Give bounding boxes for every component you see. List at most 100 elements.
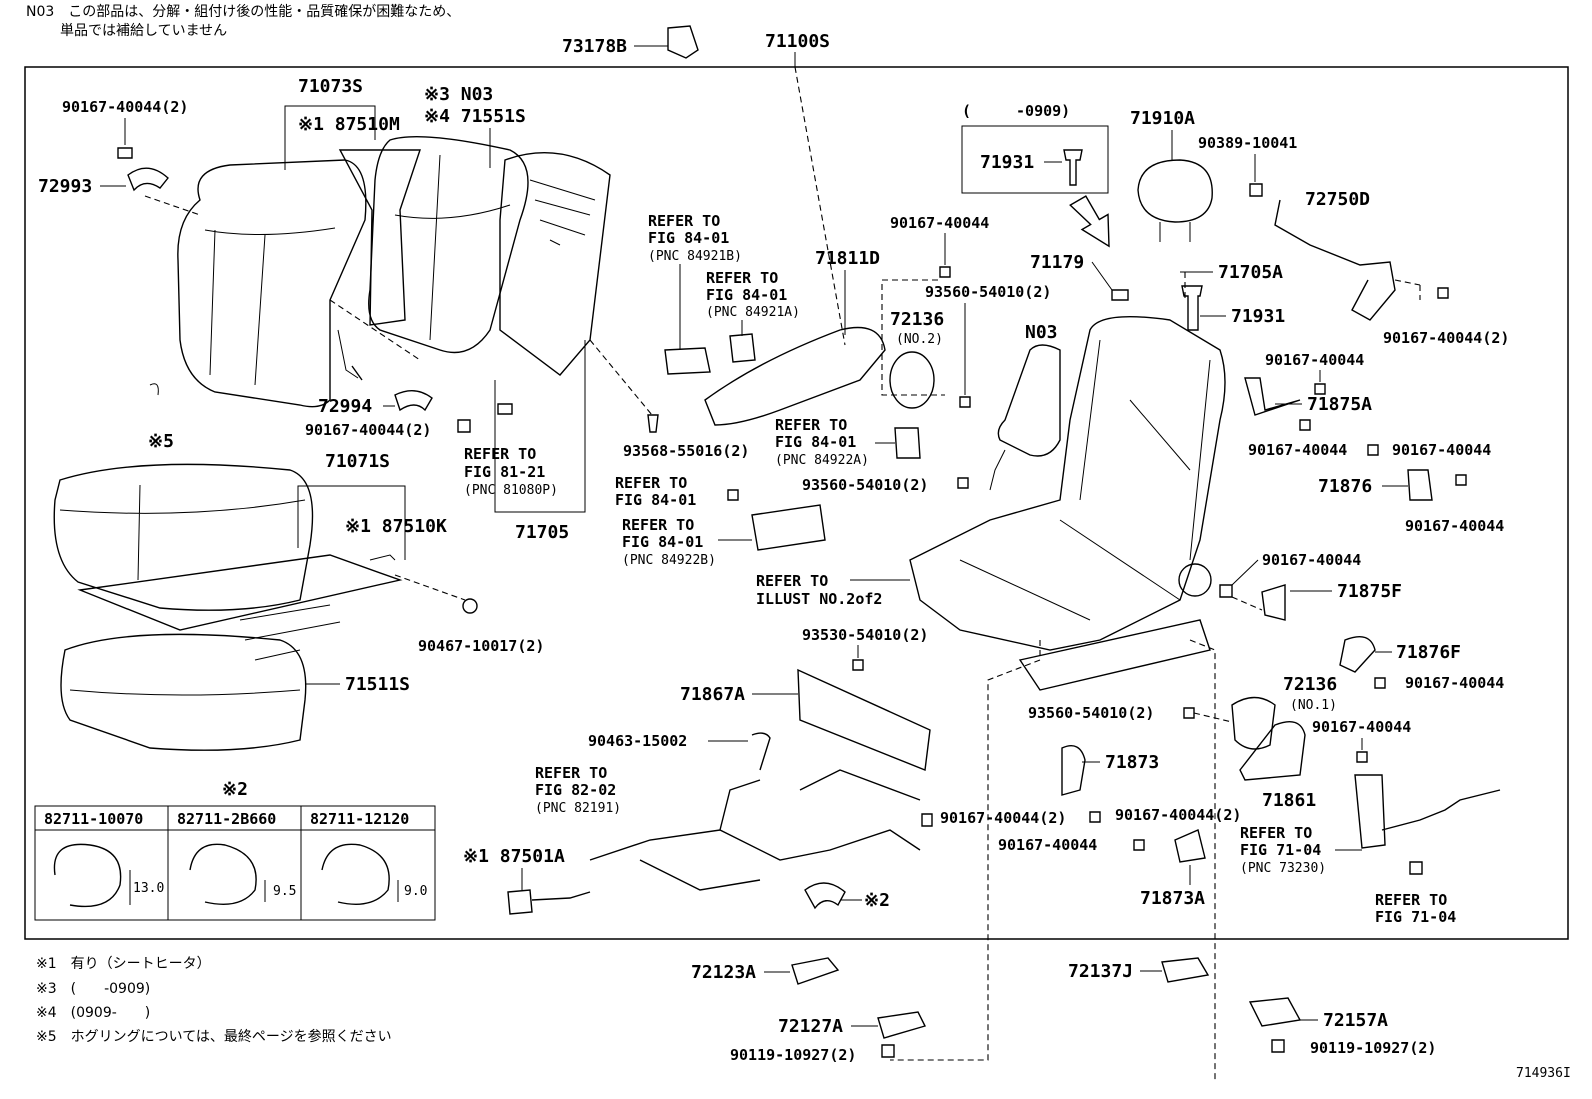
part-90167-40044-n[interactable]: 90167-40044	[998, 836, 1097, 854]
refer-84-01-line1[interactable]: REFER TO	[615, 474, 687, 492]
part-90167-40044-h[interactable]: 90167-40044	[1392, 441, 1491, 459]
part-71875F[interactable]: 71875F	[1337, 581, 1402, 602]
part-87510K[interactable]: ※1 87510K	[345, 516, 447, 537]
part-93568-55016-2[interactable]: 93568-55016(2)	[623, 442, 749, 460]
part-90167-40044-k[interactable]: 90167-40044	[1405, 674, 1504, 692]
part-93560-54010-2-c[interactable]: 93560-54010(2)	[1028, 704, 1154, 722]
part-90167-40044-2-d[interactable]: 90167-40044(2)	[940, 809, 1066, 827]
part-71873[interactable]: 71873	[1105, 752, 1159, 773]
part-87501A[interactable]: ※1 87501A	[463, 846, 565, 867]
refer-fig81-line2[interactable]: FIG 81-21	[464, 463, 545, 481]
refer-illust-line1[interactable]: REFER TO	[756, 572, 828, 590]
part-90167-40044-g[interactable]: 90167-40044	[1248, 441, 1347, 459]
part-93530-54010-2[interactable]: 93530-54010(2)	[802, 626, 928, 644]
refer-84921B-line2[interactable]: FIG 84-01	[648, 229, 729, 247]
knob-72136-no1-drawing	[1231, 696, 1276, 750]
refer-84922A-line1[interactable]: REFER TO	[775, 416, 847, 434]
part-71179[interactable]: 71179	[1030, 252, 1084, 273]
part-90119-10927-2-a[interactable]: 90119-10927(2)	[730, 1046, 856, 1064]
refer-84921A-line2[interactable]: FIG 84-01	[706, 286, 787, 304]
mark-5: ※5	[148, 431, 174, 452]
refer-84-01-line2[interactable]: FIG 84-01	[615, 491, 696, 509]
part-90463-15002[interactable]: 90463-15002	[588, 732, 687, 750]
part-90167-40044-l[interactable]: 90167-40044	[1312, 718, 1411, 736]
part-71910A[interactable]: 71910A	[1130, 108, 1195, 129]
side-shield-71811D-drawing	[704, 326, 886, 426]
part-90389-10041[interactable]: 90389-10041	[1198, 134, 1297, 152]
refer-fig81-line1[interactable]: REFER TO	[464, 445, 536, 463]
part-71873A[interactable]: 71873A	[1140, 888, 1205, 909]
part-90119-10927-2-b[interactable]: 90119-10927(2)	[1310, 1039, 1436, 1057]
part-93560-54010-2-a[interactable]: 93560-54010(2)	[925, 283, 1051, 301]
part-n03[interactable]: ※3 N03	[424, 84, 493, 105]
part-90167-40044-2-b[interactable]: 90167-40044(2)	[305, 421, 431, 439]
part-90467-10017-2[interactable]: 90467-10017(2)	[418, 637, 544, 655]
range-0909: ( -0909)	[962, 102, 1070, 120]
refer-84922A-line2[interactable]: FIG 84-01	[775, 433, 856, 451]
part-n03-b[interactable]: N03	[1025, 322, 1058, 343]
refer-84922B-line1[interactable]: REFER TO	[622, 516, 694, 534]
part-71811D[interactable]: 71811D	[815, 248, 880, 269]
part-71861[interactable]: 71861	[1262, 790, 1316, 811]
seat-cushion-cover-drawing	[53, 463, 314, 611]
part-71071S[interactable]: 71071S	[325, 451, 390, 472]
part-72136-no1[interactable]: 72136	[1283, 674, 1337, 695]
part-71100S[interactable]: 71100S	[765, 31, 830, 52]
part-71875A[interactable]: 71875A	[1307, 394, 1372, 415]
legend-4: ※4 (0909- )	[36, 1005, 150, 1021]
part-71073S[interactable]: 71073S	[298, 76, 363, 97]
seat-belt-buckle-drawing	[1354, 774, 1501, 849]
part-90167-40044-2-m[interactable]: 90167-40044(2)	[1115, 806, 1241, 824]
part-71511S[interactable]: 71511S	[345, 674, 410, 695]
refer-84921A-line3: (PNC 84921A)	[706, 305, 800, 320]
part-71705A[interactable]: 71705A	[1218, 262, 1283, 283]
part-90167-40044-i[interactable]: 90167-40044	[1405, 517, 1504, 535]
refer-84921A-line1[interactable]: REFER TO	[706, 269, 778, 287]
part-87510M[interactable]: ※1 87510M	[298, 114, 400, 135]
part-71705[interactable]: 71705	[515, 522, 569, 543]
refer-71-04b-line1[interactable]: REFER TO	[1375, 891, 1447, 909]
part-72127A[interactable]: 72127A	[778, 1016, 843, 1037]
part-72993[interactable]: 72993	[38, 176, 92, 197]
part-90167-40044-2-a[interactable]: 90167-40044(2)	[62, 98, 188, 116]
refer-82-02-line2[interactable]: FIG 82-02	[535, 781, 616, 799]
cover-71873A-drawing	[1174, 829, 1206, 863]
part-72136-no2[interactable]: 72136	[890, 309, 944, 330]
clip-72993-drawing	[127, 167, 169, 192]
cover-72123A-drawing	[791, 957, 840, 985]
part-72994[interactable]: 72994	[318, 396, 372, 417]
part-72750D[interactable]: 72750D	[1305, 189, 1370, 210]
mark-2b: ※2	[864, 890, 890, 911]
part-73178B[interactable]: 73178B	[562, 36, 627, 57]
part-71876[interactable]: 71876	[1318, 476, 1372, 497]
refer-71-04a-line3: (PNC 73230)	[1240, 861, 1326, 876]
refer-84922B-line2[interactable]: FIG 84-01	[622, 533, 703, 551]
part-72123A[interactable]: 72123A	[691, 962, 756, 983]
part-72137J[interactable]: 72137J	[1068, 961, 1133, 982]
refer-71-04a-line2[interactable]: FIG 71-04	[1240, 841, 1321, 859]
illustration-number: 714936I	[1516, 1066, 1571, 1081]
part-93560-54010-2-b[interactable]: 93560-54010(2)	[802, 476, 928, 494]
part-90167-40044-j[interactable]: 90167-40044	[1262, 551, 1361, 569]
part-72157A[interactable]: 72157A	[1323, 1010, 1388, 1031]
part-71867A[interactable]: 71867A	[680, 684, 745, 705]
refer-82-02-line1[interactable]: REFER TO	[535, 764, 607, 782]
refer-71-04b-line2[interactable]: FIG 71-04	[1375, 908, 1456, 926]
part-90167-40044-2-e[interactable]: 90167-40044(2)	[1383, 329, 1509, 347]
cover-72157A-drawing	[1248, 997, 1302, 1027]
cover-71873-drawing	[1061, 745, 1086, 796]
refer-84921B-line1[interactable]: REFER TO	[648, 212, 720, 230]
arrow-drawing	[1069, 195, 1110, 248]
part-71876F[interactable]: 71876F	[1396, 642, 1461, 663]
refer-illust-line2[interactable]: ILLUST NO.2of2	[756, 590, 882, 608]
refer-71-04a-line1[interactable]: REFER TO	[1240, 824, 1312, 842]
part-71551S[interactable]: ※4 71551S	[424, 106, 526, 127]
sensor-87501A-drawing	[507, 889, 591, 915]
part-71931-inset[interactable]: 71931	[980, 152, 1034, 173]
part-71931[interactable]: 71931	[1231, 306, 1285, 327]
part-90167-40044-c[interactable]: 90167-40044	[890, 214, 989, 232]
seat-cushion-pad-drawing	[60, 633, 307, 751]
seat-frame-drawing	[909, 316, 1226, 651]
part-90167-40044-f[interactable]: 90167-40044	[1265, 351, 1364, 369]
inset-box-71931	[961, 125, 1109, 194]
